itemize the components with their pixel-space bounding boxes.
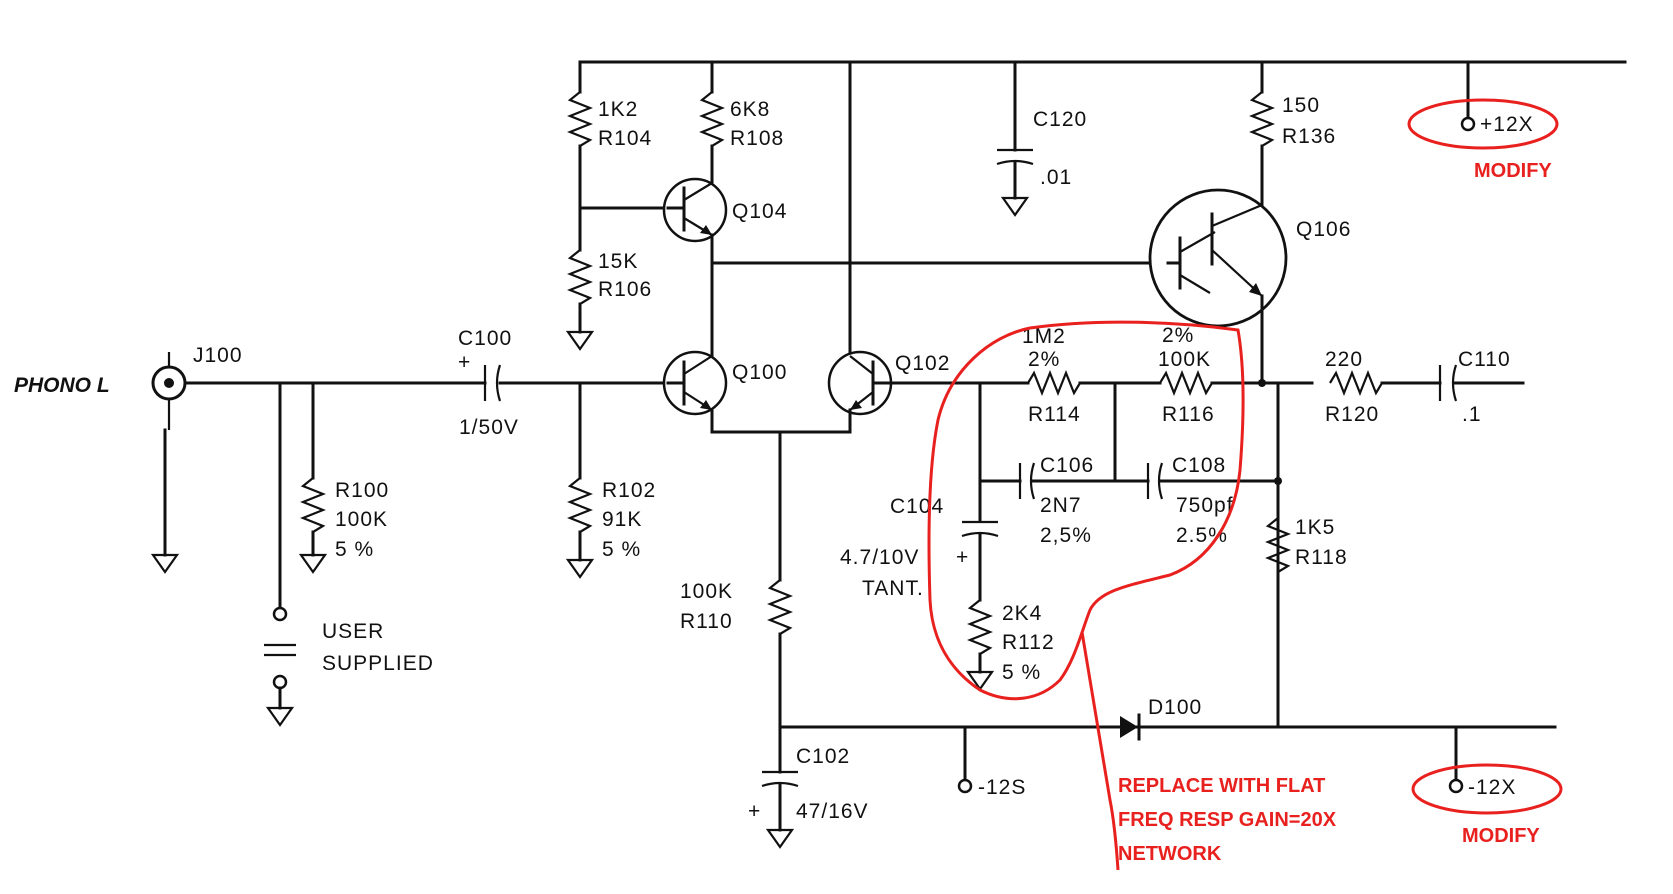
r118-value: 1K5 bbox=[1295, 516, 1335, 539]
r118-resistor bbox=[1265, 508, 1291, 573]
r136-value: 150 bbox=[1282, 94, 1320, 117]
c102-ref: C102 bbox=[796, 745, 850, 768]
c106-value: 2N7 bbox=[1040, 494, 1082, 517]
annotation-leader bbox=[1080, 631, 1120, 871]
r120-value: 220 bbox=[1325, 348, 1363, 371]
q100-transistor bbox=[662, 340, 728, 434]
rail-neg-label: -12X bbox=[1468, 776, 1516, 799]
c110-value: .1 bbox=[1462, 403, 1482, 426]
c120-ref: C120 bbox=[1033, 108, 1087, 131]
output-stage bbox=[1329, 364, 1525, 402]
user-label: USER bbox=[322, 620, 384, 643]
supplied-label: SUPPLIED bbox=[322, 652, 434, 675]
j100-label: J100 bbox=[193, 344, 243, 367]
r108-resistor bbox=[699, 60, 725, 185]
q102-ref: Q102 bbox=[895, 352, 950, 375]
r114-value: 1M2 bbox=[1022, 325, 1066, 348]
c100-polarity: + bbox=[458, 351, 471, 374]
c102-polarity: + bbox=[748, 800, 761, 823]
c102-capacitor: + bbox=[748, 725, 799, 849]
r116-tol: 2% bbox=[1162, 324, 1194, 347]
positive-rail bbox=[578, 60, 1627, 132]
tail-resistor-r110 bbox=[710, 430, 852, 729]
c106-ref: C106 bbox=[1040, 454, 1094, 477]
replace-line1: REPLACE WITH FLAT bbox=[1118, 775, 1325, 797]
r116-ref: R116 bbox=[1162, 403, 1215, 426]
feedback-network-outline bbox=[927, 320, 1245, 701]
c110-ref: C110 bbox=[1458, 348, 1511, 371]
c100-ref: C100 bbox=[458, 327, 512, 350]
r106-value: 15K bbox=[598, 250, 638, 273]
c120-capacitor bbox=[996, 60, 1034, 217]
c108-value: 750pf bbox=[1176, 494, 1234, 517]
c100-capacitor: + bbox=[458, 351, 682, 402]
phono-label: PHONO L bbox=[14, 374, 110, 397]
d100-diode bbox=[1120, 713, 1141, 741]
r102-ref: R102 bbox=[602, 479, 656, 502]
r102-value: 91K bbox=[602, 508, 642, 531]
c108-tol: 2.5% bbox=[1176, 524, 1228, 547]
r114-tol: 2% bbox=[1028, 348, 1060, 371]
q104-transistor bbox=[662, 177, 728, 344]
r114-ref: R114 bbox=[1028, 403, 1081, 426]
negative-rail bbox=[778, 725, 1557, 794]
r100-tol: 5 % bbox=[335, 538, 374, 561]
c106-tol: 2,5% bbox=[1040, 524, 1092, 547]
modify-ellipse-top bbox=[1407, 98, 1559, 150]
user-supplied-capacitor bbox=[264, 381, 296, 727]
r100-ref: R100 bbox=[335, 479, 389, 502]
c120-value: .01 bbox=[1040, 166, 1072, 189]
q104-ref: Q104 bbox=[732, 200, 787, 223]
r102-resistor bbox=[565, 381, 595, 579]
r100-value: 100K bbox=[335, 508, 388, 531]
rail-neg-s-label: -12S bbox=[978, 776, 1026, 799]
r104-r106-divider bbox=[565, 60, 670, 351]
r104-value: 1K2 bbox=[598, 98, 638, 121]
r112-tol: 5 % bbox=[1002, 661, 1041, 684]
c104-value: 4.7/10V bbox=[840, 546, 919, 569]
r116-value: 100K bbox=[1158, 348, 1211, 371]
d100-ref: D100 bbox=[1148, 696, 1202, 719]
r104-ref: R104 bbox=[598, 127, 652, 150]
phono-jack-symbol bbox=[150, 352, 487, 574]
r112-ref: R112 bbox=[1002, 631, 1055, 654]
c102-value: 47/16V bbox=[796, 800, 869, 823]
r120-ref: R120 bbox=[1325, 403, 1379, 426]
c108-ref: C108 bbox=[1172, 454, 1226, 477]
r108-ref: R108 bbox=[730, 127, 784, 150]
c104-ref: C104 bbox=[890, 495, 944, 518]
modify-label-top: MODIFY bbox=[1474, 160, 1552, 182]
q106-ref: Q106 bbox=[1296, 218, 1351, 241]
replace-line2: FREQ RESP GAIN=20X bbox=[1118, 809, 1337, 831]
r118-ref: R118 bbox=[1295, 546, 1348, 569]
r136-ref: R136 bbox=[1282, 125, 1336, 148]
c100-value: 1/50V bbox=[459, 416, 519, 439]
r106-ref: R106 bbox=[598, 278, 652, 301]
r110-value: 100K bbox=[680, 580, 733, 603]
r136-resistor bbox=[1249, 60, 1275, 207]
r108-value: 6K8 bbox=[730, 98, 770, 121]
r110-ref: R110 bbox=[680, 610, 733, 633]
c104-polarity: + bbox=[956, 546, 969, 569]
r102-tol: 5 % bbox=[602, 538, 641, 561]
replace-line3: NETWORK bbox=[1118, 843, 1222, 865]
q100-ref: Q100 bbox=[732, 361, 787, 384]
r112-value: 2K4 bbox=[1002, 602, 1042, 625]
rail-pos-label: +12X bbox=[1480, 113, 1534, 136]
modify-label-bottom: MODIFY bbox=[1462, 825, 1540, 847]
r100-resistor bbox=[298, 381, 328, 574]
c104-type: TANT. bbox=[862, 577, 924, 600]
q102-transistor bbox=[827, 60, 982, 434]
modify-ellipse-bottom bbox=[1411, 763, 1563, 815]
